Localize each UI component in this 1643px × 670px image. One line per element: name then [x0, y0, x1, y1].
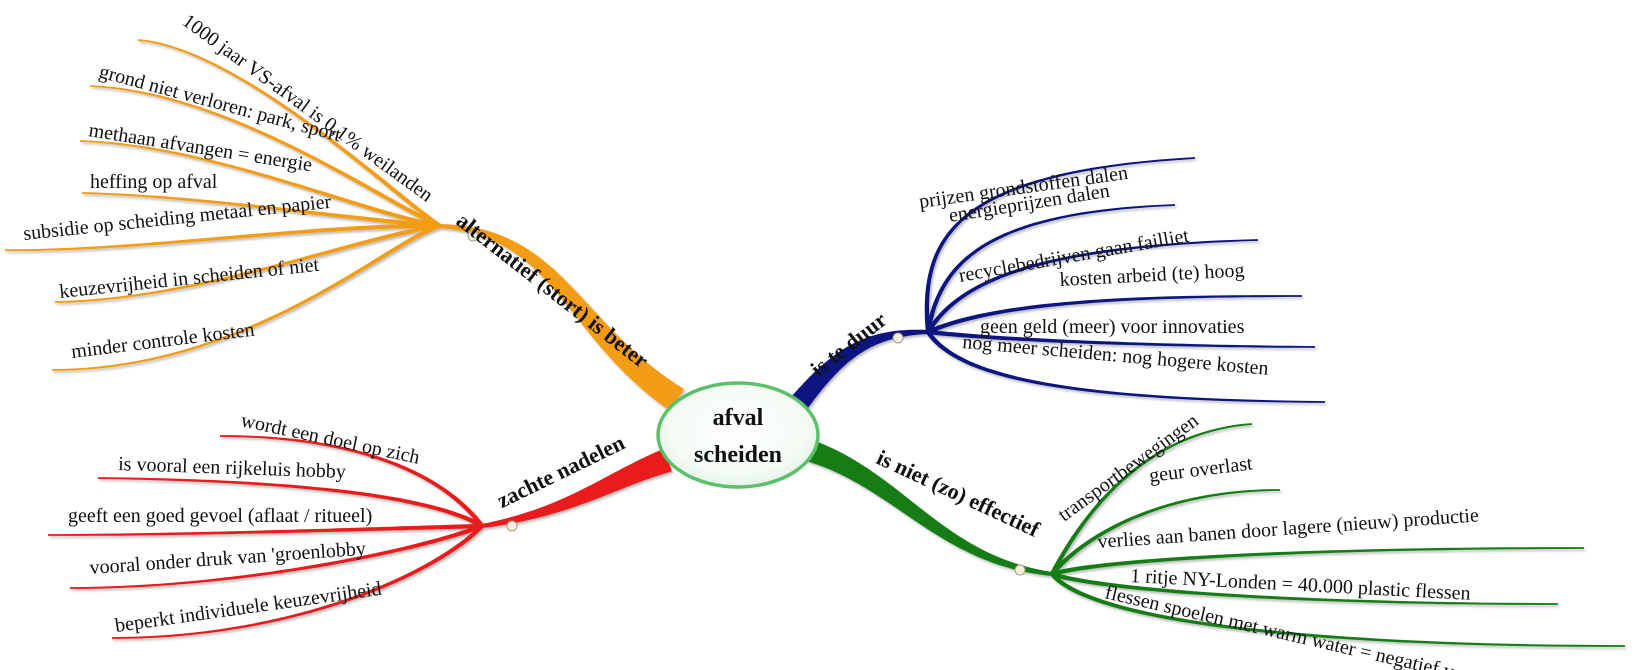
sub-line-duur-4 [927, 329, 1315, 348]
topic-zacht-2[interactable]: geeft een goed gevoel (aflaat / ritueel) [68, 505, 372, 527]
topic-zacht-4[interactable]: beperkt individuele keuzevrijheid [114, 578, 383, 637]
sub-line-alternatief-5 [55, 223, 441, 303]
sub-line-alternatief-2 [80, 140, 441, 229]
collapse-handle-zacht[interactable] [506, 520, 518, 532]
central-topic-line-2: scheiden [694, 442, 782, 468]
collapse-handle-duur[interactable] [892, 332, 904, 344]
topic-zacht-3[interactable]: vooral onder druk van 'groenlobby [89, 538, 367, 579]
topic-duur-4[interactable]: geen geld (meer) voor innovaties [980, 316, 1245, 338]
sub-line-zacht-2 [48, 523, 483, 536]
collapse-handle-effectief[interactable] [1014, 564, 1026, 576]
topic-alternatief-5[interactable]: keuzevrijheid in scheiden of niet [58, 254, 320, 303]
branch-label-alternatief[interactable]: alternatief (stort) is beter [452, 207, 654, 372]
collapse-handle-alternatief[interactable] [467, 230, 479, 242]
sub-line-zacht-4 [112, 524, 484, 639]
topic-alternatief-3[interactable]: heffing op afval [90, 171, 218, 193]
branch-label-duur[interactable]: is te duur [806, 307, 892, 382]
topic-effectief-1[interactable]: geur overlast [1148, 452, 1254, 487]
branch-line-zacht [481, 448, 672, 528]
topic-duur-5[interactable]: nog meer scheiden: nog hogere kosten [962, 331, 1270, 380]
central-topic-line-1: afval [713, 405, 764, 431]
sub-line-effectief-2 [1051, 547, 1584, 577]
sub-line-effectief-1 [1050, 489, 1280, 576]
branch-line-effectief [804, 439, 1053, 576]
sub-line-zacht-0 [220, 435, 484, 528]
sub-line-zacht-1 [98, 477, 484, 528]
topic-effectief-2[interactable]: verlies aan banen door lagere (nieuw) pr… [1097, 504, 1480, 553]
sub-line-effectief-3 [1051, 571, 1558, 605]
branch-line-alternatief [439, 224, 685, 411]
central-topic-bubble [656, 381, 820, 489]
branch-line-duur [792, 329, 928, 409]
sub-line-alternatief-4 [5, 223, 440, 251]
central-topic[interactable]: afval scheiden [656, 381, 820, 489]
